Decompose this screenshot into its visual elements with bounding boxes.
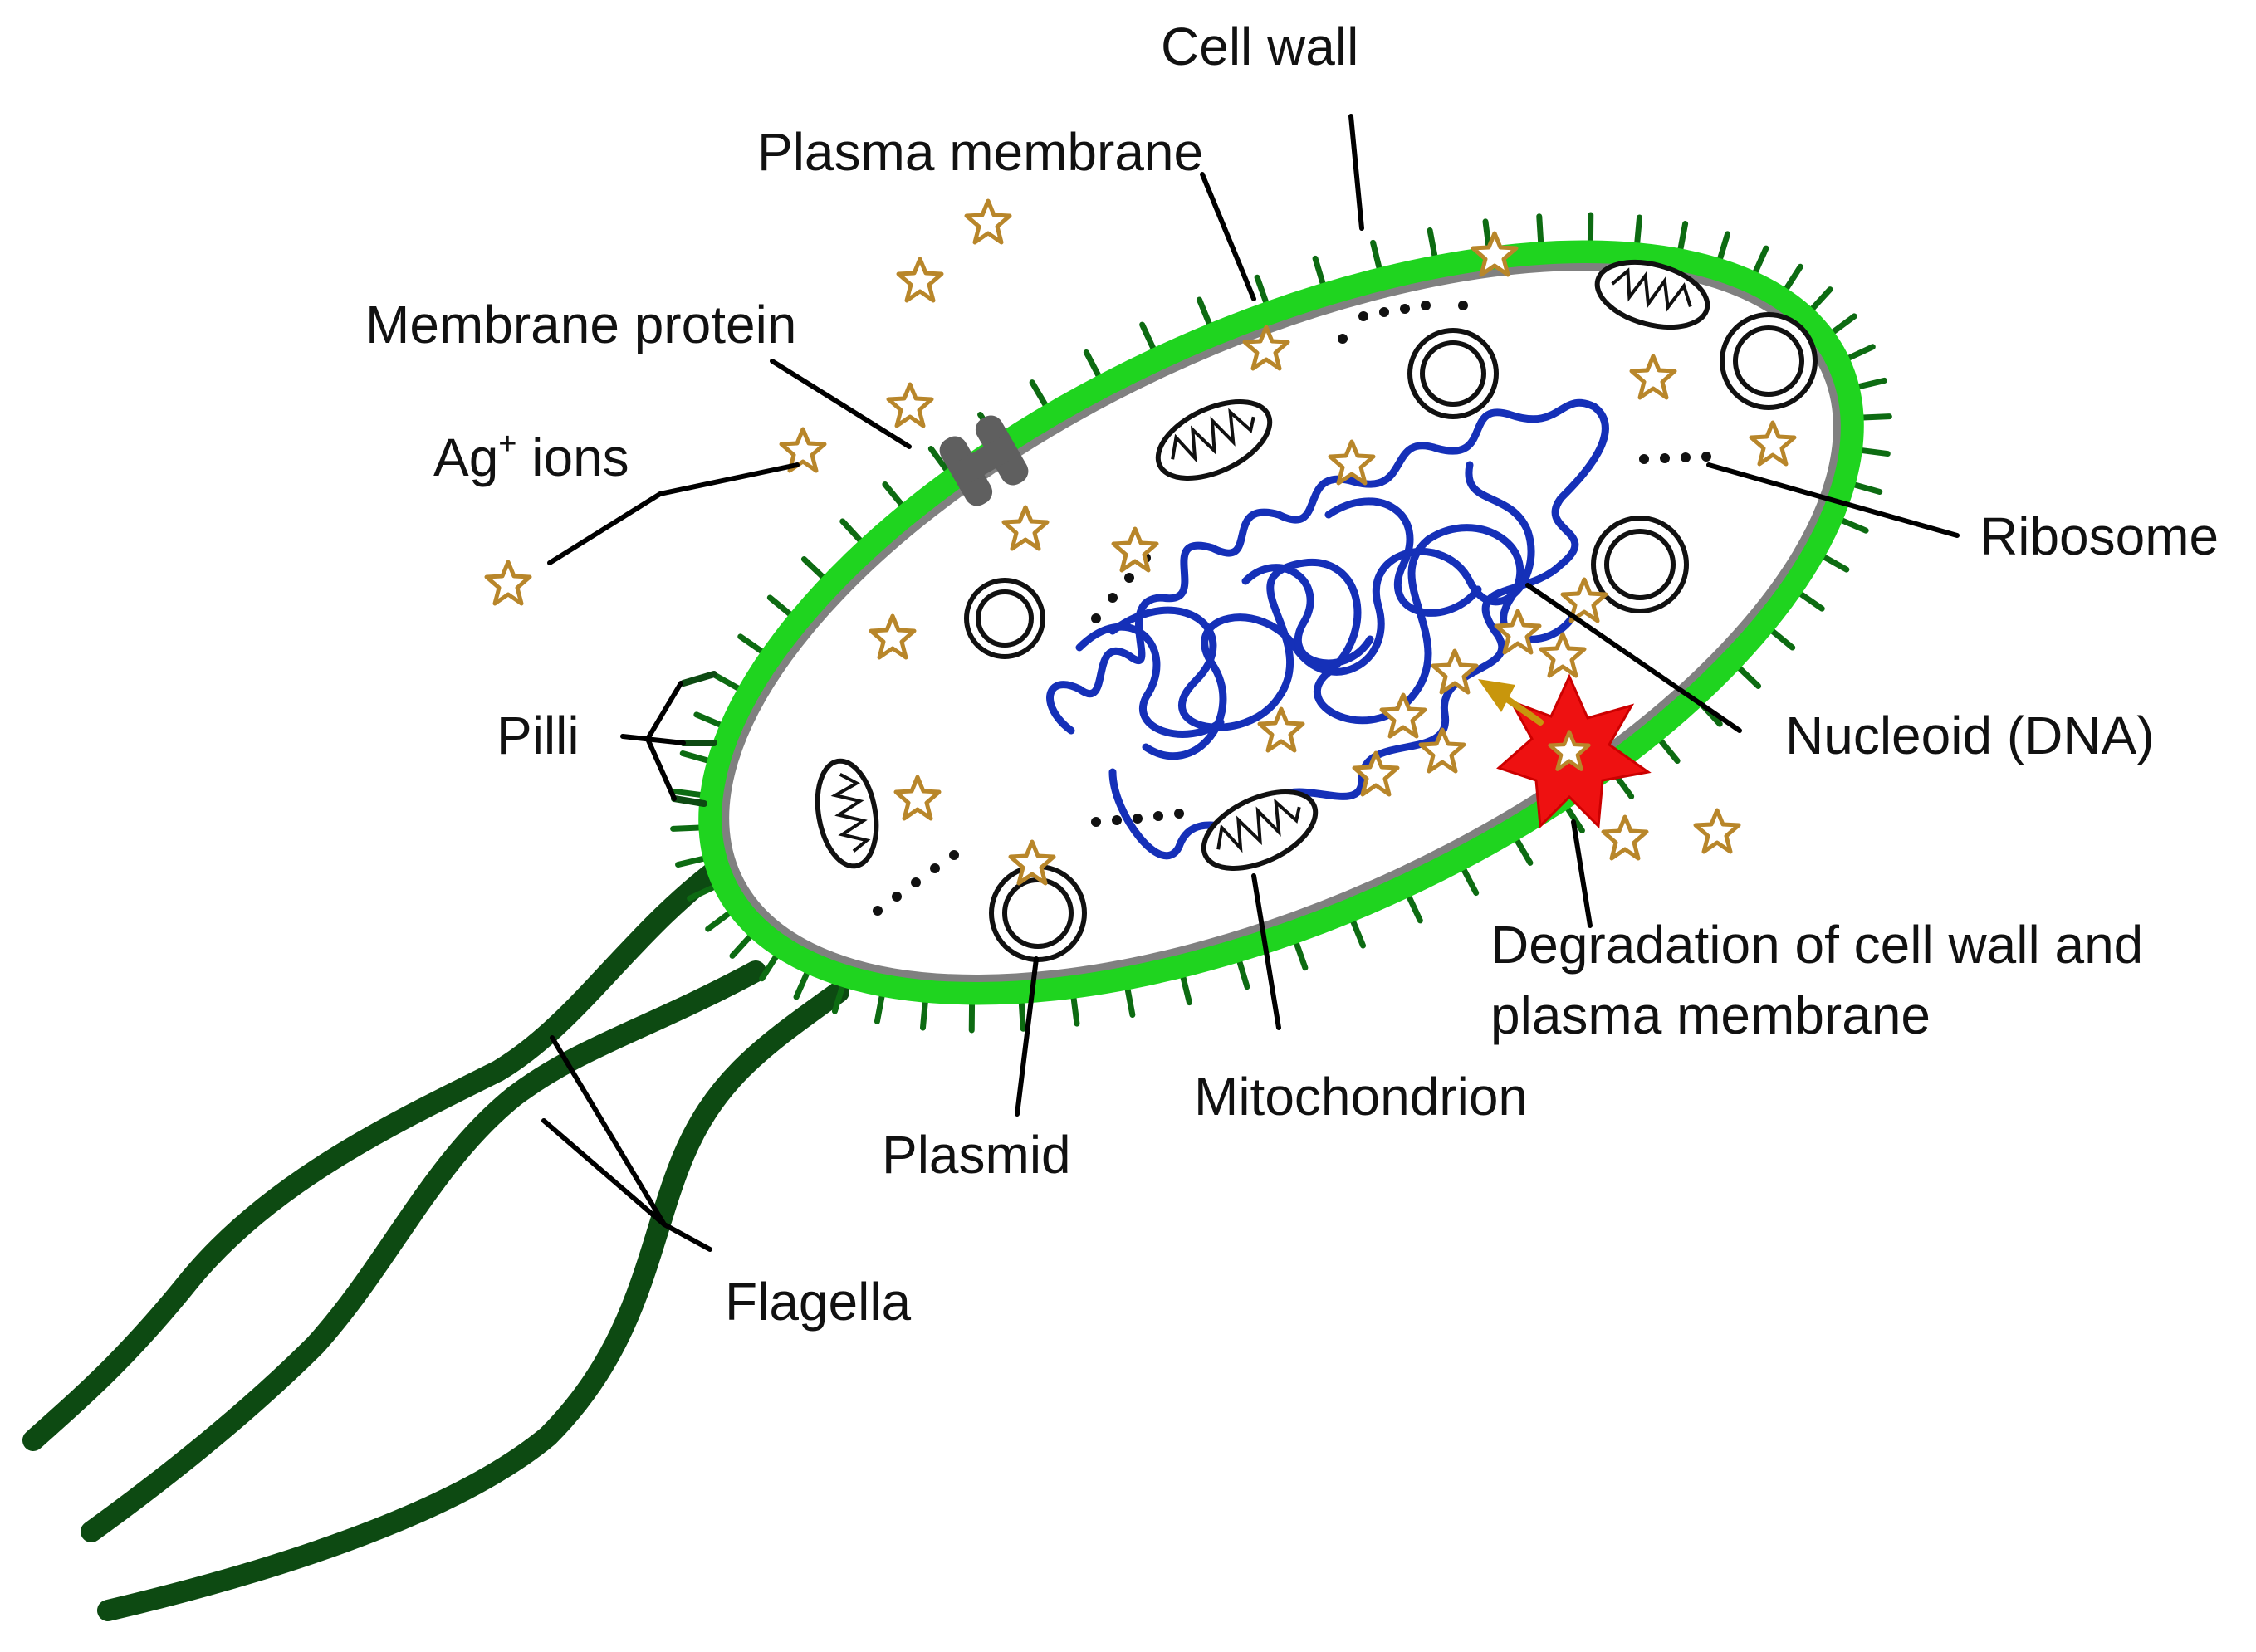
star-outline-icon bbox=[487, 562, 530, 604]
plasmid bbox=[989, 864, 1087, 962]
mitochondria bbox=[815, 260, 1710, 871]
flagella bbox=[22, 848, 849, 1621]
membrane-protein-icon bbox=[939, 415, 1029, 506]
star-outline-icon bbox=[1696, 810, 1739, 852]
plasmid bbox=[964, 578, 1045, 659]
plasmids bbox=[964, 312, 1818, 962]
ion-entry-arrow-icon bbox=[1478, 679, 1544, 726]
pilli bbox=[671, 671, 717, 807]
plasmid bbox=[1591, 516, 1689, 613]
label-mitochondrion: Mitochondrion bbox=[1194, 1067, 1528, 1127]
label-ag-ions: Ag+ ions bbox=[433, 427, 629, 487]
cell-wall bbox=[698, 240, 1864, 1005]
star-outline-icon bbox=[1603, 817, 1647, 858]
degradation-burst-icon bbox=[1496, 673, 1652, 829]
mitochondrion bbox=[1594, 260, 1710, 330]
star-outline-icon bbox=[898, 259, 942, 301]
leader-lines bbox=[541, 114, 1960, 1252]
mitochondrion bbox=[1201, 789, 1319, 871]
label-plasma-membrane: Plasma membrane bbox=[757, 122, 1203, 182]
label-membrane-protein: Membrane protein bbox=[365, 295, 796, 354]
label-flagella: Flagella bbox=[725, 1272, 912, 1332]
nucleoid-dna bbox=[1046, 398, 1609, 860]
label-ribosome: Ribosome bbox=[1980, 506, 2219, 566]
label-cell-wall: Cell wall bbox=[1161, 17, 1358, 76]
star-outline-icon bbox=[888, 384, 932, 426]
label-nucleoid: Nucleoid (DNA) bbox=[1785, 706, 2155, 765]
plasmid bbox=[1720, 312, 1818, 410]
mitochondrion bbox=[1155, 399, 1273, 481]
label-degradation-line1: Degradation of cell wall and bbox=[1490, 915, 2143, 975]
label-degradation-line2: plasma membrane bbox=[1490, 985, 1931, 1045]
label-plasmid: Plasmid bbox=[882, 1125, 1071, 1185]
ribosomes bbox=[873, 301, 1711, 916]
plasmid bbox=[1407, 328, 1499, 419]
star-outline-icon bbox=[967, 201, 1010, 242]
mitochondrion bbox=[815, 758, 879, 869]
labels: Cell wall Plasma membrane Membrane prote… bbox=[365, 17, 2219, 1332]
label-pilli: Pilli bbox=[497, 706, 580, 765]
